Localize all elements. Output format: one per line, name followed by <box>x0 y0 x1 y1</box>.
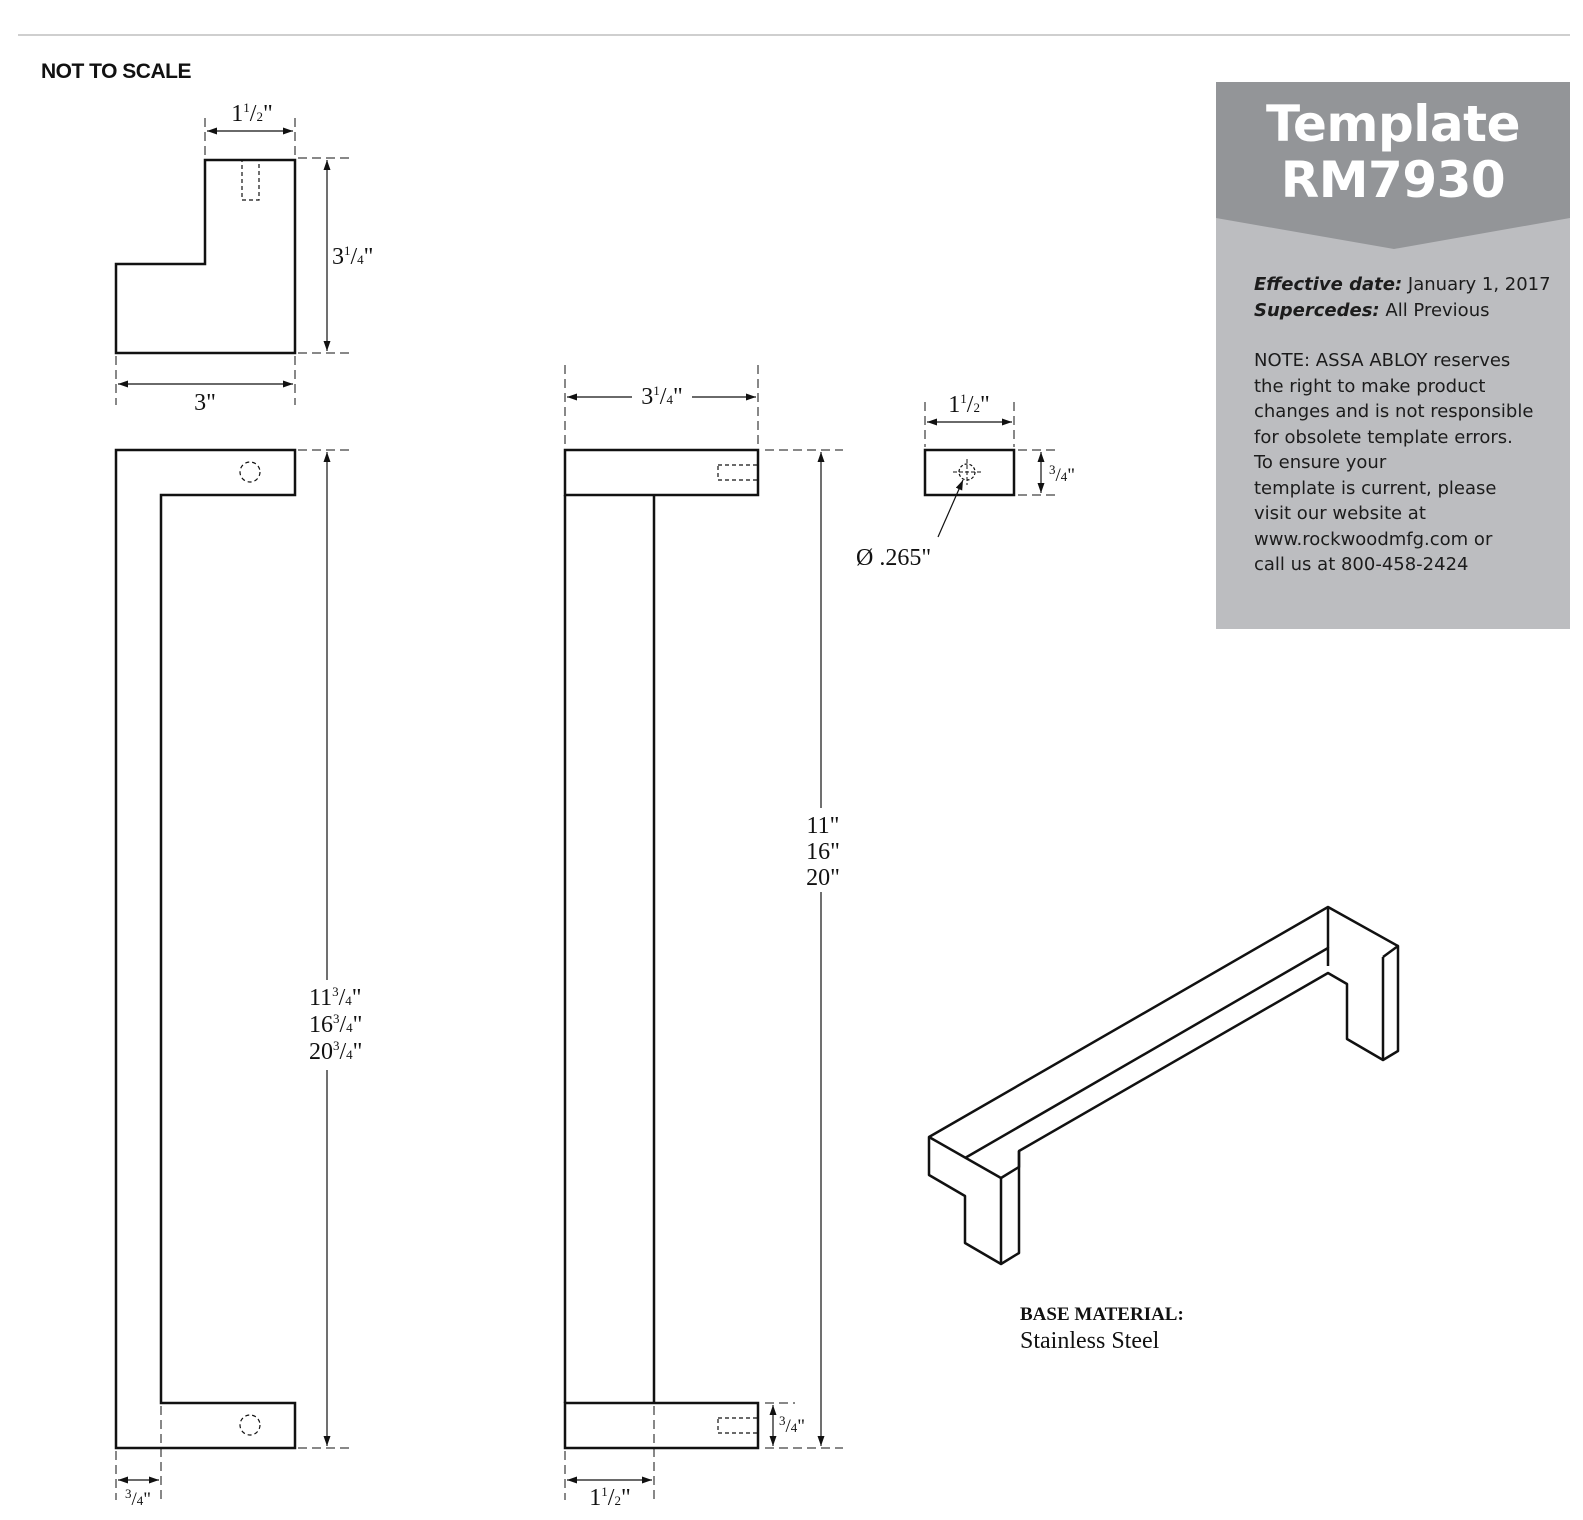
base-material-value: Stainless Steel <box>1020 1328 1160 1354</box>
end-view-tap-hole <box>241 159 260 201</box>
dim-side-length-3: 203/4" <box>309 1038 362 1065</box>
front-view-bottom-post <box>563 1401 760 1450</box>
post-detail-outline <box>923 448 1016 497</box>
dim-side-length-2: 163/4" <box>309 1011 362 1038</box>
dim-side-length-1: 113/4" <box>309 984 362 1011</box>
supercedes-row: Supercedes: All Previous <box>1254 298 1554 324</box>
effective-date-label: Effective date: <box>1254 274 1403 295</box>
dim-end-height: 31/4" <box>332 243 373 270</box>
template-header-banner <box>1216 82 1570 249</box>
supercedes-value: All Previous <box>1385 299 1490 321</box>
isometric-pull <box>927 905 1400 1266</box>
dim-front-post-height: 3/4" <box>779 1413 805 1437</box>
end-view-outline <box>114 158 297 355</box>
dim-post-height: 3/4" <box>1049 462 1075 486</box>
base-material-label: BASE MATERIAL: <box>1020 1304 1184 1325</box>
dim-hole-diameter: Ø .265" <box>856 545 931 571</box>
dim-post-width: 11/2" <box>948 391 989 418</box>
hole-leader <box>937 479 964 538</box>
end-view: 11/2" 31/4" 3" <box>114 100 373 416</box>
front-view: 31/4" 11" 16" 20" 3/4" 11/2" <box>563 365 843 1511</box>
disclaimer-note: NOTE: ASSA ABLOY reserves the right to m… <box>1254 350 1534 575</box>
dim-front-centers-1: 11" <box>807 813 840 839</box>
template-title-line1: Template <box>1266 95 1520 153</box>
dim-front-width: 31/4" <box>641 383 682 410</box>
dim-side-thickness: 3/4" <box>125 1486 151 1510</box>
side-view: 113/4" 163/4" 203/4" 3/4" <box>114 448 362 1510</box>
not-to-scale-note: NOT TO SCALE <box>41 60 191 83</box>
template-title-line2: RM7930 <box>1280 151 1506 209</box>
effective-date-row: Effective date: January 1, 2017 <box>1254 272 1554 298</box>
dim-front-post-width: 11/2" <box>589 1484 630 1511</box>
side-view-hole-bottom <box>239 1414 261 1436</box>
top-rule <box>18 34 1570 36</box>
supercedes-label: Supercedes: <box>1254 299 1380 321</box>
dim-front-centers-3: 20" <box>806 865 840 891</box>
front-view-top-post <box>563 448 760 497</box>
dim-end-width-bottom: 3" <box>194 390 216 416</box>
template-panel: Template RM7930 Effective date: January … <box>1216 82 1570 629</box>
template-title: Template RM7930 <box>1216 96 1570 208</box>
front-view-tap-top <box>717 464 759 481</box>
side-view-hole-top <box>239 461 261 483</box>
dim-front-centers-2: 16" <box>806 839 840 865</box>
front-view-tap-bottom <box>717 1417 759 1434</box>
effective-date-value: January 1, 2017 <box>1407 274 1551 295</box>
side-view-outline <box>114 448 297 1450</box>
template-info: Effective date: January 1, 2017 Superced… <box>1254 272 1554 578</box>
dim-end-width-top: 11/2" <box>231 100 272 127</box>
post-detail: 11/2" 3/4" Ø .265" <box>856 391 1075 571</box>
